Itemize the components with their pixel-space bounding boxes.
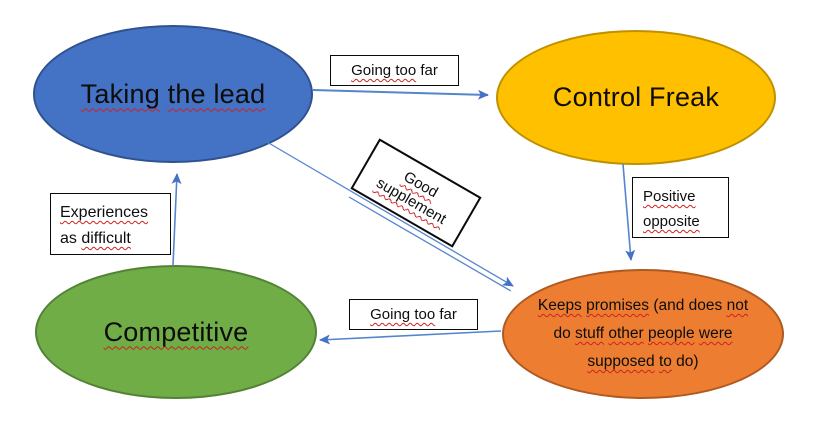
positive-opposite-line1: Positive [643,188,696,205]
positive-opposite-line2: opposite [643,213,700,230]
experiences-line2: as difficult [60,230,131,247]
node-control-freak-label: Control Freak [552,82,720,112]
node-competitive[interactable]: Competitive [35,265,317,399]
label-box-experiences-as-difficult[interactable]: Experiences as difficult [50,193,171,255]
node-taking-the-lead[interactable]: Taking the lead [33,25,313,163]
going-too-far-top-text: Going too far [351,62,438,79]
node-taking-the-lead-label: Taking the lead [80,78,266,109]
arrow-experiences-as-difficult[interactable] [171,173,182,266]
label-box-going-too-far-top[interactable]: Going too far [330,55,459,86]
experiences-line1: Experiences [60,204,149,221]
keeps-promises-line2: do stuff other people were [553,325,733,342]
node-keeps-promises-label: Keeps promises (and does not do stuff ot… [504,292,782,376]
keeps-promises-line1: Keeps promises (and does not [537,297,749,314]
arrow-positive-opposite[interactable] [622,163,636,261]
arrow-going-too-far-bottom[interactable] [319,330,502,345]
keeps-promises-line3: supposed to do) [587,353,699,370]
arrow-going-too-far-top[interactable] [312,89,489,100]
going-too-far-bottom-text: Going too far [370,306,457,323]
label-box-going-too-far-bottom[interactable]: Going too far [349,299,478,330]
node-competitive-label: Competitive [103,316,249,347]
label-box-positive-opposite[interactable]: Positive opposite [632,177,729,238]
node-keeps-promises[interactable]: Keeps promises (and does not do stuff ot… [502,269,784,399]
node-control-freak[interactable]: Control Freak [496,30,776,165]
